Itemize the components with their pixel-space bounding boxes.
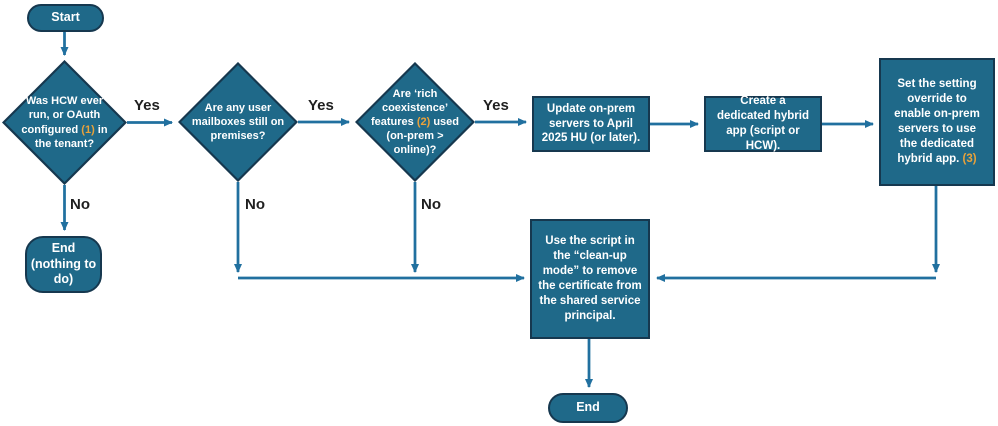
decision-mailboxes-text: Are any user mailboxes still on premises… — [191, 101, 285, 143]
start-label: Start — [51, 10, 80, 25]
end-nothing-label: End (nothing to do) — [30, 241, 97, 287]
process-create-app: Create a dedicated hybrid app (script or… — [704, 95, 822, 152]
process-update-servers: Update on-prem servers to April 2025 HU … — [532, 96, 650, 152]
decision-hcw-oauth-text: Was HCW ever run, or OAuth configured (1… — [21, 95, 108, 150]
edge-label-yes-2: Yes — [308, 97, 334, 114]
process-create-app-text: Create a dedicated hybrid app (script or… — [716, 95, 810, 152]
decision-coexistence: Are ‘rich coexistence’ features (2) used… — [355, 62, 475, 182]
process-update-servers-text: Update on-prem servers to April 2025 HU … — [541, 102, 641, 145]
process-cleanup-script-text: Use the script in the “clean-up mode” to… — [538, 235, 642, 322]
decision-diamond-shape — [355, 62, 475, 182]
decision-coexistence-text: Are ‘rich coexistence’ features (2) used… — [370, 87, 460, 157]
edge-label-no-3: No — [421, 196, 441, 213]
decision-hcw-oauth: Was HCW ever run, or OAuth configured (1… — [2, 60, 127, 185]
process-cleanup-script: Use the script in the “clean-up mode” to… — [530, 219, 650, 339]
start-node: Start — [27, 4, 104, 32]
edge-label-no-1: No — [70, 196, 90, 213]
end-node: End — [548, 393, 628, 423]
process-set-override: Set the setting override to enable on-pr… — [879, 58, 995, 186]
decision-diamond-shape — [178, 62, 298, 182]
decision-diamond-shape — [2, 60, 127, 185]
end-label: End — [576, 400, 600, 415]
edge-label-yes-3: Yes — [483, 97, 509, 114]
process-set-override-text: Set the setting override to enable on-pr… — [894, 78, 980, 165]
end-nothing-node: End (nothing to do) — [25, 236, 102, 293]
edge-label-yes-1: Yes — [134, 97, 160, 114]
edge-label-no-2: No — [245, 196, 265, 213]
decision-mailboxes: Are any user mailboxes still on premises… — [178, 62, 298, 182]
